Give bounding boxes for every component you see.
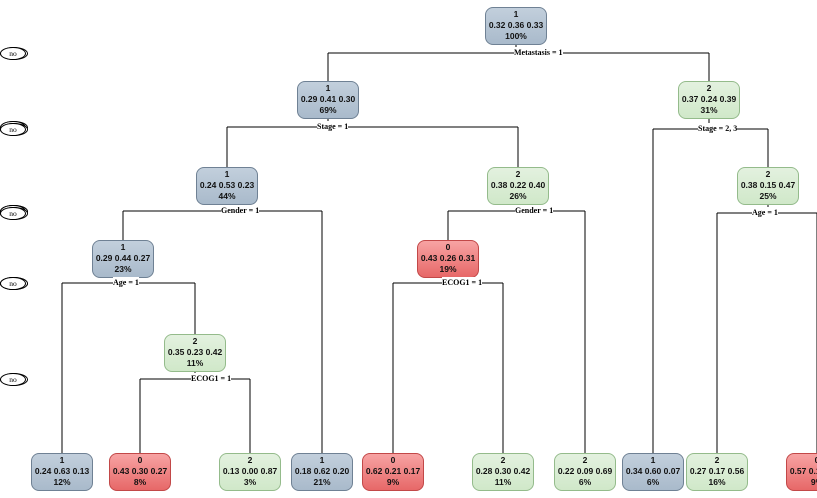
- node-percent: 12%: [53, 477, 71, 487]
- node-percent: 6%: [646, 477, 660, 487]
- node-probabilities: 0.57 0.12 0.31: [789, 466, 817, 476]
- no-label: no: [0, 123, 26, 136]
- node-percent: 3%: [243, 477, 257, 487]
- node-percent: 100%: [505, 31, 527, 41]
- node-class: 1: [650, 455, 656, 465]
- node-class: 1: [325, 83, 331, 93]
- node-probabilities: 0.62 0.21 0.17: [365, 466, 421, 476]
- node-percent: 19%: [439, 264, 457, 274]
- node-class: 2: [192, 336, 198, 346]
- split-label: ECOG1 = 1: [191, 373, 232, 385]
- node-class: 2: [500, 455, 506, 465]
- node-percent: 25%: [759, 191, 777, 201]
- node-percent: 69%: [319, 105, 337, 115]
- node-class: 2: [714, 455, 720, 465]
- node-probabilities: 0.29 0.41 0.30: [300, 94, 356, 104]
- node-class: 0: [137, 455, 143, 465]
- split-label: Stage = 1: [317, 121, 349, 133]
- split-label: Age = 1: [752, 207, 778, 219]
- node-probabilities: 0.22 0.09 0.69: [557, 466, 613, 476]
- node-probabilities: 0.38 0.15 0.47: [740, 180, 796, 190]
- node-probabilities: 0.37 0.24 0.39: [681, 94, 737, 104]
- node-percent: 8%: [133, 477, 147, 487]
- node-probabilities: 0.24 0.63 0.13: [34, 466, 90, 476]
- node-probabilities: 0.34 0.60 0.07: [625, 466, 681, 476]
- no-label: no: [0, 207, 26, 220]
- node-class: 2: [515, 169, 521, 179]
- node-class: 2: [582, 455, 588, 465]
- node-class: 2: [247, 455, 253, 465]
- no-label: no: [0, 47, 26, 60]
- node-percent: 26%: [509, 191, 527, 201]
- split-label: ECOG1 = 1: [442, 277, 483, 289]
- node-probabilities: 0.43 0.30 0.27: [112, 466, 168, 476]
- node-percent: 9%: [386, 477, 400, 487]
- node-probabilities: 0.29 0.44 0.27: [95, 253, 151, 263]
- node-probabilities: 0.18 0.62 0.20: [294, 466, 350, 476]
- node-class: 1: [120, 242, 126, 252]
- node-class: 1: [59, 455, 65, 465]
- node-percent: 16%: [708, 477, 726, 487]
- split-label: Gender = 1: [221, 205, 260, 217]
- node-percent: 23%: [114, 264, 132, 274]
- split-label: Gender = 1: [515, 205, 554, 217]
- node-percent: 6%: [578, 477, 592, 487]
- leaf-node-l10: 00.57 0.12 0.319%: [786, 453, 817, 491]
- node-probabilities: 0.43 0.26 0.31: [420, 253, 476, 263]
- node-probabilities: 0.27 0.17 0.56: [689, 466, 745, 476]
- split-label: Stage = 2, 3: [698, 123, 738, 135]
- node-probabilities: 0.24 0.53 0.23: [199, 180, 255, 190]
- node-percent: 9%: [810, 477, 817, 487]
- node-class: 2: [765, 169, 771, 179]
- node-percent: 31%: [700, 105, 718, 115]
- split-label: Age = 1: [113, 277, 139, 289]
- node-probabilities: 0.28 0.30 0.42: [475, 466, 531, 476]
- node-class: 0: [390, 455, 396, 465]
- node-probabilities: 0.32 0.36 0.33: [488, 20, 544, 30]
- node-percent: 21%: [313, 477, 331, 487]
- node-class: 0: [445, 242, 451, 252]
- split-label: Metastasis = 1: [514, 47, 563, 59]
- node-percent: 11%: [494, 477, 512, 487]
- node-probabilities: 0.13 0.00 0.87: [222, 466, 278, 476]
- node-class: 1: [513, 9, 519, 19]
- no-label: no: [0, 373, 26, 386]
- node-probabilities: 0.35 0.23 0.42: [167, 347, 223, 357]
- node-class: 1: [224, 169, 230, 179]
- node-percent: 44%: [218, 191, 236, 201]
- node-probabilities: 0.38 0.22 0.40: [490, 180, 546, 190]
- node-class: 0: [814, 455, 817, 465]
- node-percent: 11%: [186, 358, 204, 368]
- node-class: 2: [706, 83, 712, 93]
- no-label: no: [0, 277, 26, 290]
- node-class: 1: [319, 455, 325, 465]
